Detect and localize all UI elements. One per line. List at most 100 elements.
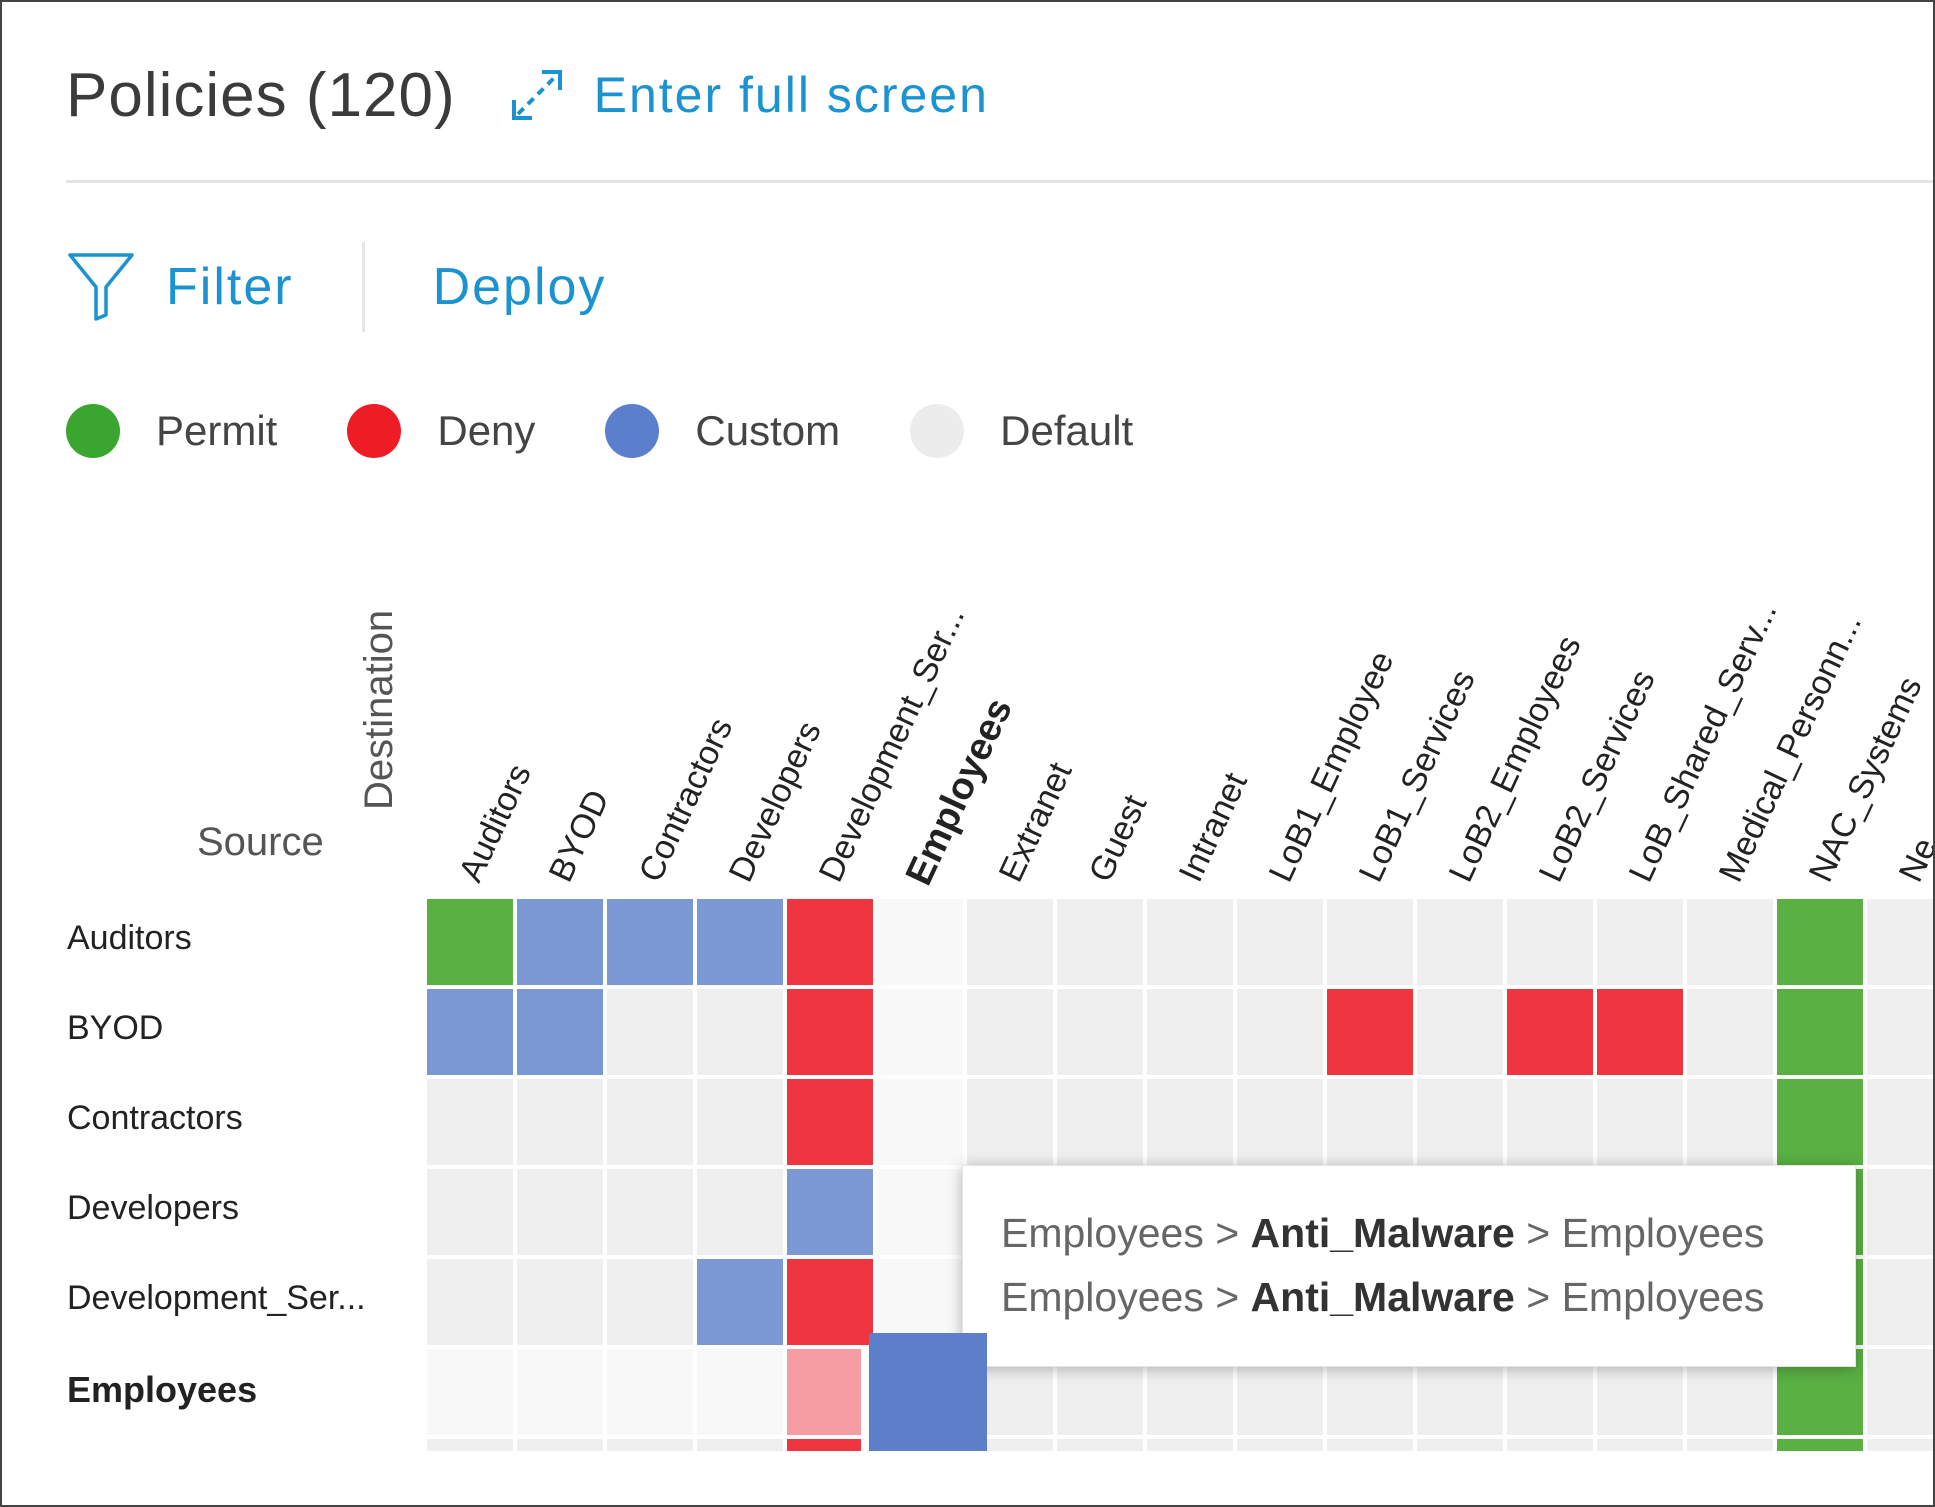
matrix-cell-deny[interactable] [787, 989, 873, 1075]
matrix-cell-default[interactable] [1507, 1079, 1593, 1165]
matrix-cell-default[interactable] [1057, 899, 1143, 985]
column-header[interactable]: Guest [1081, 789, 1155, 888]
matrix-cell-empty[interactable] [697, 1349, 783, 1435]
matrix-cell-partial[interactable] [1237, 1439, 1323, 1451]
matrix-cell-partial[interactable] [787, 1439, 861, 1451]
matrix-cell-default[interactable] [1147, 899, 1233, 985]
matrix-cell-custom[interactable] [697, 1259, 783, 1345]
matrix-cell-deny[interactable] [1597, 989, 1683, 1075]
matrix-cell-default[interactable] [1867, 1079, 1933, 1165]
filter-button[interactable]: Filter [66, 249, 294, 325]
matrix-cell-permit[interactable] [1777, 989, 1863, 1075]
matrix-cell-custom[interactable] [787, 1169, 873, 1255]
matrix-cell-default[interactable] [1867, 899, 1933, 985]
matrix-cell-custom[interactable] [427, 989, 513, 1075]
matrix-cell-default[interactable] [427, 1169, 513, 1255]
matrix-cell-default[interactable] [697, 1169, 783, 1255]
matrix-cell-empty[interactable] [877, 989, 963, 1075]
matrix-cell-default[interactable] [1417, 1079, 1503, 1165]
matrix-cell-default[interactable] [517, 1169, 603, 1255]
matrix-cell-default[interactable] [1867, 1259, 1933, 1345]
matrix-cell-permit[interactable] [1777, 899, 1863, 985]
matrix-cell-partial[interactable] [607, 1439, 693, 1451]
deploy-button[interactable]: Deploy [433, 257, 607, 317]
matrix-cell-default[interactable] [427, 1079, 513, 1165]
matrix-cell-partial[interactable] [1777, 1439, 1863, 1451]
matrix-cell-default[interactable] [697, 989, 783, 1075]
column-header[interactable]: Auditors [451, 758, 539, 888]
matrix-cell-default[interactable] [1687, 1079, 1773, 1165]
matrix-cell-deny-light[interactable] [787, 1349, 861, 1435]
matrix-cell-deny[interactable] [1327, 989, 1413, 1075]
matrix-cell-empty[interactable] [877, 1079, 963, 1165]
row-label[interactable]: BYOD [67, 1009, 164, 1047]
matrix-cell-partial[interactable] [1867, 1439, 1933, 1451]
matrix-cell-default[interactable] [1417, 989, 1503, 1075]
matrix-cell-deny[interactable] [787, 899, 873, 985]
matrix-cell-default[interactable] [1867, 989, 1933, 1075]
row-label[interactable]: Developers [67, 1189, 239, 1227]
matrix-cell-partial[interactable] [517, 1439, 603, 1451]
matrix-cell-default[interactable] [1237, 1079, 1323, 1165]
matrix-cell-default[interactable] [1417, 899, 1503, 985]
matrix-cell-empty[interactable] [877, 899, 963, 985]
matrix-cell-permit[interactable] [1777, 1079, 1863, 1165]
column-header[interactable]: Developers [721, 715, 829, 888]
matrix-cell-default[interactable] [1057, 1079, 1143, 1165]
matrix-cell-default[interactable] [607, 1169, 693, 1255]
matrix-cell-default[interactable] [607, 989, 693, 1075]
matrix-cell-deny[interactable] [1507, 989, 1593, 1075]
matrix-cell-default[interactable] [1687, 989, 1773, 1075]
matrix-cell-custom[interactable] [517, 899, 603, 985]
matrix-cell-partial[interactable] [1687, 1439, 1773, 1451]
matrix-cell-empty[interactable] [427, 1349, 513, 1435]
matrix-cell-default[interactable] [517, 1079, 603, 1165]
matrix-cell-default[interactable] [607, 1259, 693, 1345]
matrix-cell-default[interactable] [427, 1259, 513, 1345]
matrix-cell-default[interactable] [1597, 899, 1683, 985]
matrix-cell-empty[interactable] [517, 1349, 603, 1435]
matrix-cell-partial[interactable] [1147, 1439, 1233, 1451]
column-header[interactable]: Ne [1891, 832, 1935, 888]
column-header[interactable]: BYOD [541, 784, 617, 888]
matrix-cell-default[interactable] [1147, 989, 1233, 1075]
matrix-cell-deny[interactable] [787, 1259, 873, 1345]
matrix-cell-partial[interactable] [1597, 1439, 1683, 1451]
matrix-cell-default[interactable] [1147, 1079, 1233, 1165]
matrix-cell-custom[interactable] [607, 899, 693, 985]
column-header[interactable]: Intranet [1171, 767, 1255, 888]
matrix-cell-default[interactable] [1867, 1169, 1933, 1255]
matrix-cell-default[interactable] [1597, 1079, 1683, 1165]
row-label[interactable]: Development_Ser... [67, 1279, 366, 1317]
enter-fullscreen-link[interactable]: Enter full screen [508, 66, 989, 124]
matrix-cell-default[interactable] [1687, 899, 1773, 985]
matrix-cell-custom[interactable] [517, 989, 603, 1075]
matrix-cell-default[interactable] [607, 1079, 693, 1165]
matrix-cell-partial[interactable] [1417, 1439, 1503, 1451]
row-label[interactable]: Auditors [67, 919, 192, 957]
matrix-cell-default[interactable] [967, 1079, 1053, 1165]
matrix-cell-partial[interactable] [697, 1439, 783, 1451]
matrix-cell-empty[interactable] [607, 1349, 693, 1435]
matrix-cell-partial[interactable] [1057, 1439, 1143, 1451]
row-label[interactable]: Employees [67, 1369, 258, 1410]
matrix-cell-default[interactable] [697, 1079, 783, 1165]
matrix-cell-permit[interactable] [427, 899, 513, 985]
matrix-cell-default[interactable] [1057, 989, 1143, 1075]
matrix-cell-partial[interactable] [1327, 1439, 1413, 1451]
matrix-cell-custom-hover[interactable] [869, 1333, 987, 1451]
matrix-cell-default[interactable] [1867, 1349, 1933, 1435]
matrix-cell-default[interactable] [967, 899, 1053, 985]
row-label[interactable]: Contractors [67, 1099, 243, 1137]
matrix-cell-custom[interactable] [697, 899, 783, 985]
matrix-cell-default[interactable] [1327, 899, 1413, 985]
matrix-cell-default[interactable] [1237, 899, 1323, 985]
matrix-cell-default[interactable] [967, 989, 1053, 1075]
matrix-cell-deny[interactable] [787, 1079, 873, 1165]
column-header[interactable]: Extranet [991, 756, 1080, 888]
matrix-cell-empty[interactable] [877, 1259, 963, 1345]
matrix-cell-partial[interactable] [1507, 1439, 1593, 1451]
matrix-cell-partial[interactable] [427, 1439, 513, 1451]
matrix-cell-partial[interactable] [967, 1439, 1053, 1451]
matrix-cell-default[interactable] [1237, 989, 1323, 1075]
